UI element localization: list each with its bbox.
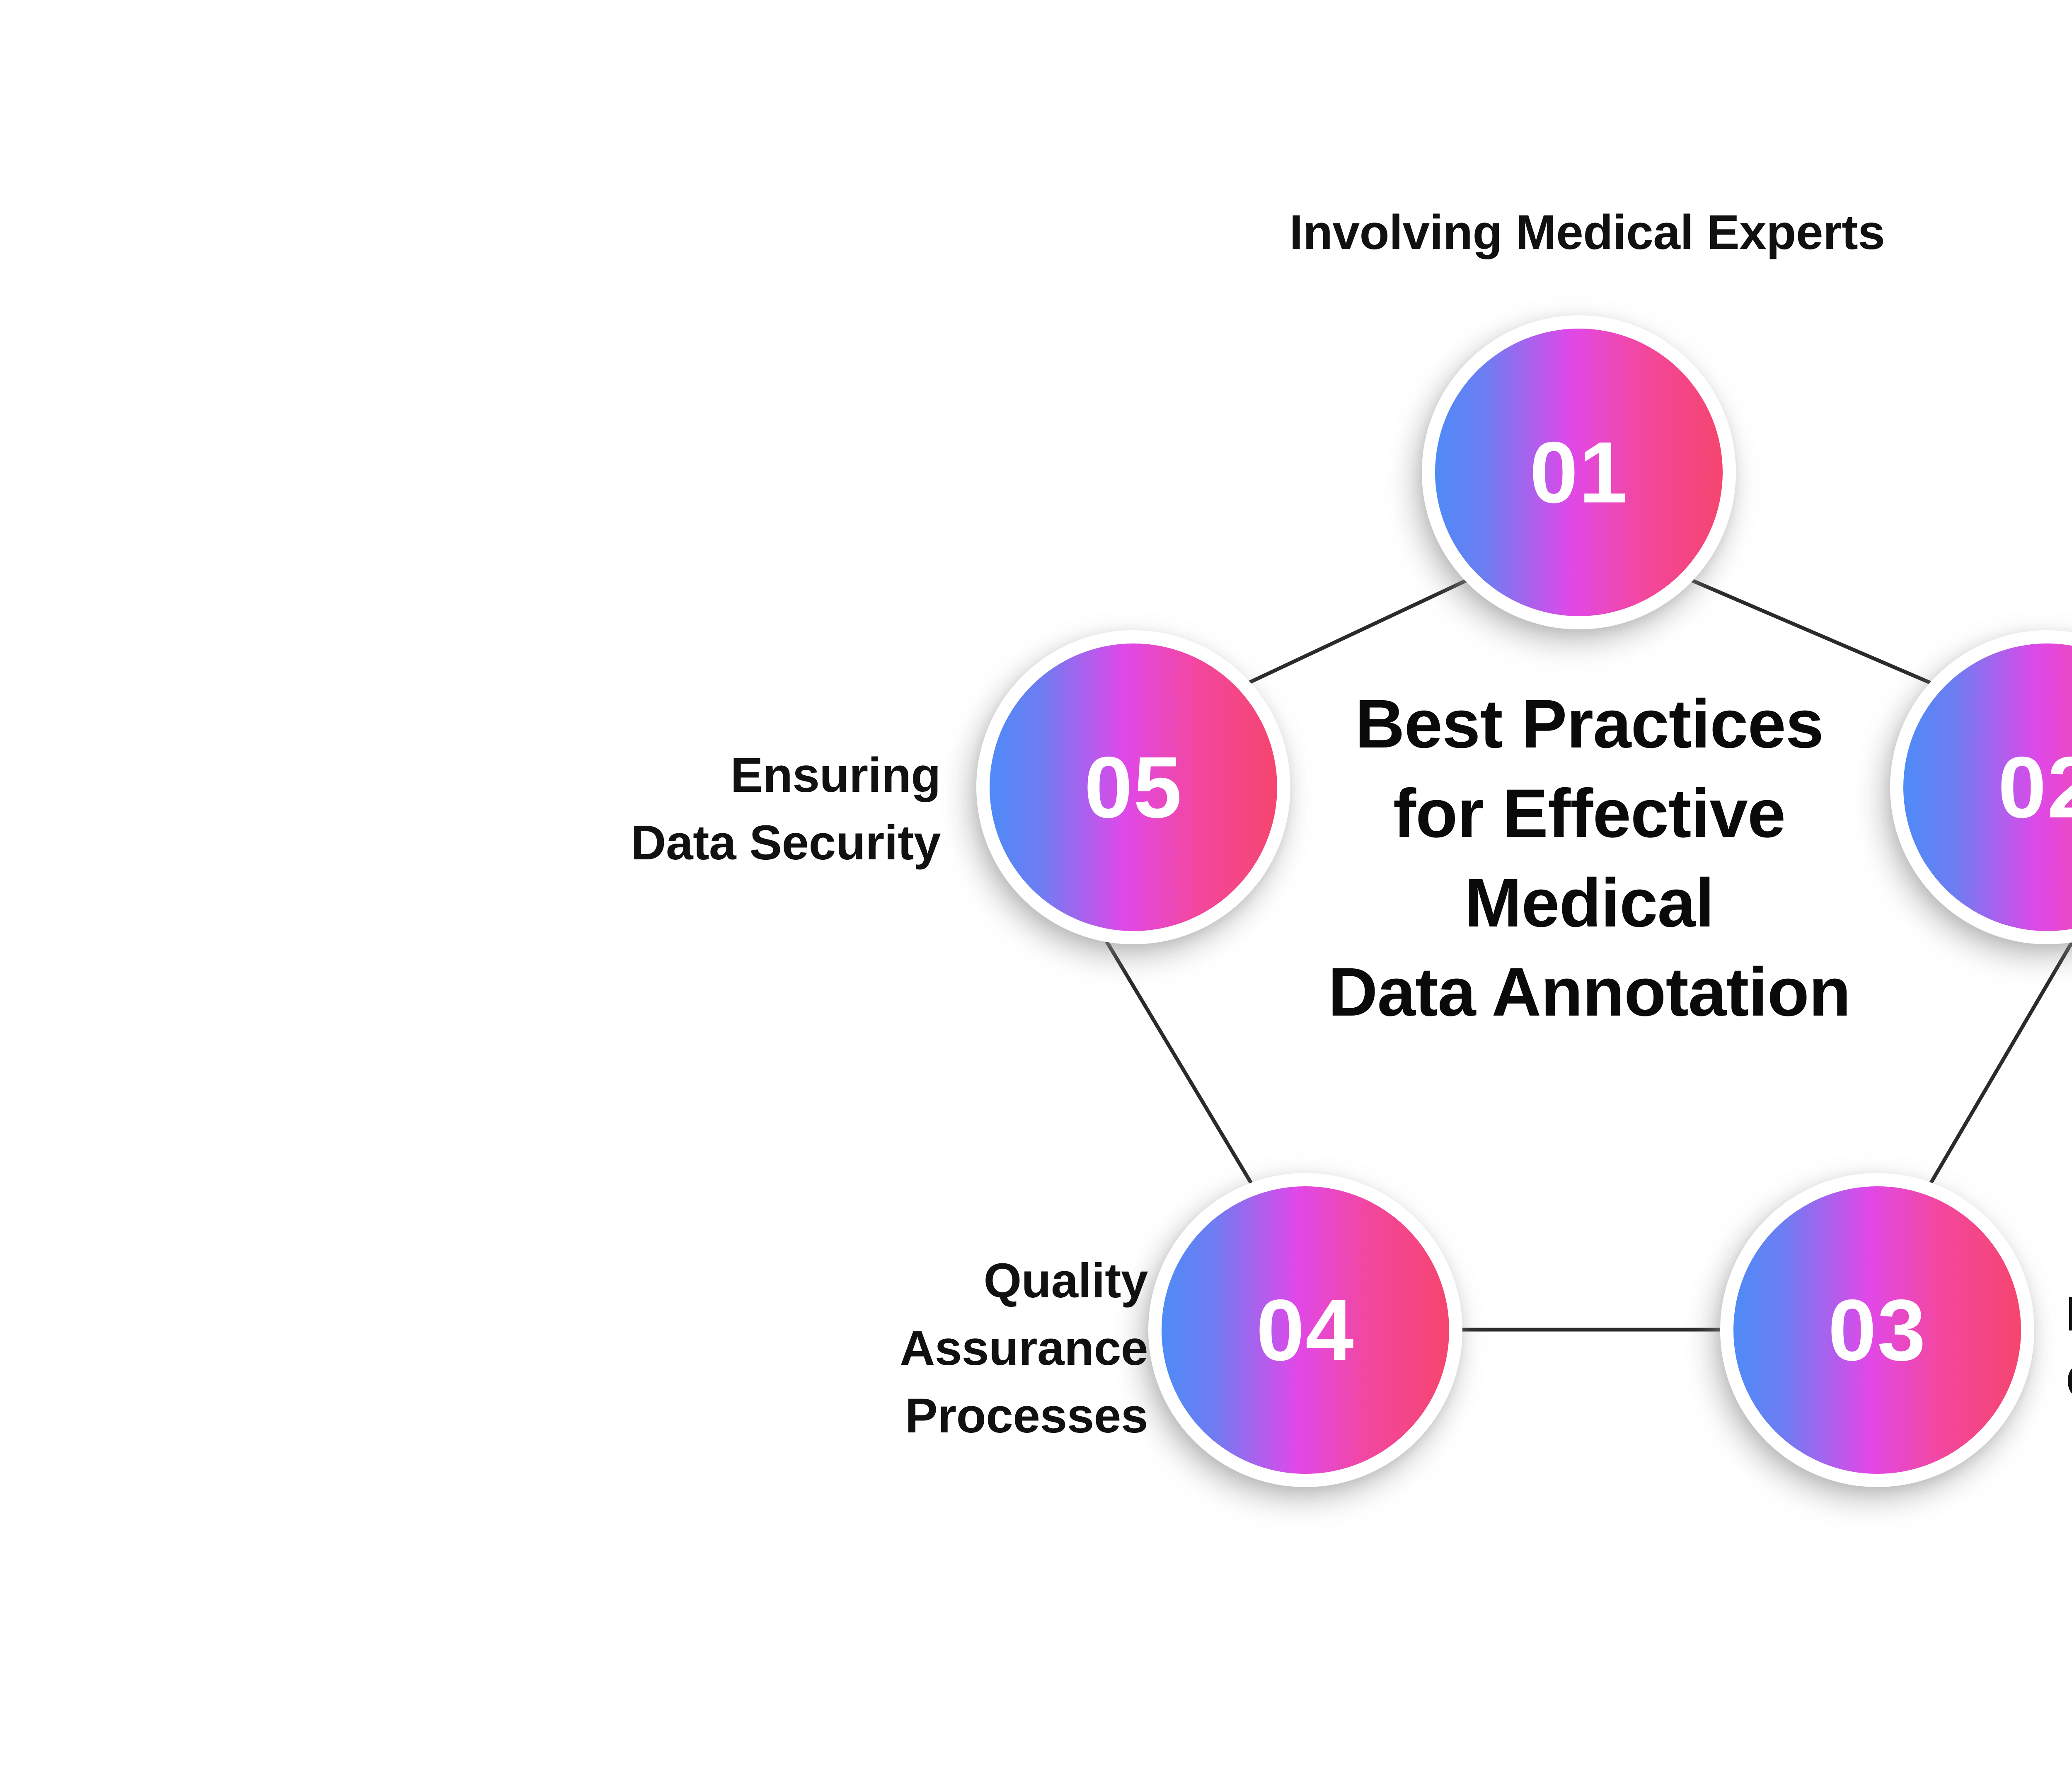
connector-lines (1097, 573, 2072, 1332)
center-title: Best Practices for Effective Medical Dat… (1328, 686, 1851, 1031)
connector-04-05 (1097, 927, 1259, 1195)
node-01-label: Involving Medical Experts (1289, 205, 1885, 260)
node-05-label: Ensuring Data Security (631, 748, 941, 870)
node-01[interactable]: 01 (1422, 315, 1736, 629)
node-03-number: 03 (1828, 1282, 1927, 1379)
connector-02-03 (1922, 938, 2072, 1197)
node-02-number: 02 (1998, 739, 2072, 836)
node-05[interactable]: 05 (976, 630, 1290, 944)
node-04-label: Quality Assurance Processes (900, 1253, 1148, 1443)
node-01-number: 01 (1530, 424, 1628, 521)
node-05-number: 05 (1084, 739, 1183, 836)
node-02[interactable]: 02 (1890, 630, 2072, 944)
node-02-disc (1903, 643, 2072, 931)
node-04-number: 04 (1256, 1282, 1355, 1379)
node-03-label: Establishing Clear Guidelines (2066, 1280, 2072, 1415)
connector-05-01 (1227, 573, 1481, 694)
node-05-disc (990, 643, 1277, 931)
node-03[interactable]: 03 (1720, 1173, 2034, 1487)
node-03-disc (1733, 1186, 2021, 1474)
node-04-disc (1162, 1186, 1449, 1474)
node-04[interactable]: 04 (1148, 1173, 1462, 1487)
circle-nodes: 01 02 03 04 05 (976, 315, 2072, 1487)
connector-01-02 (1677, 573, 1954, 694)
node-01-disc (1435, 329, 1723, 616)
